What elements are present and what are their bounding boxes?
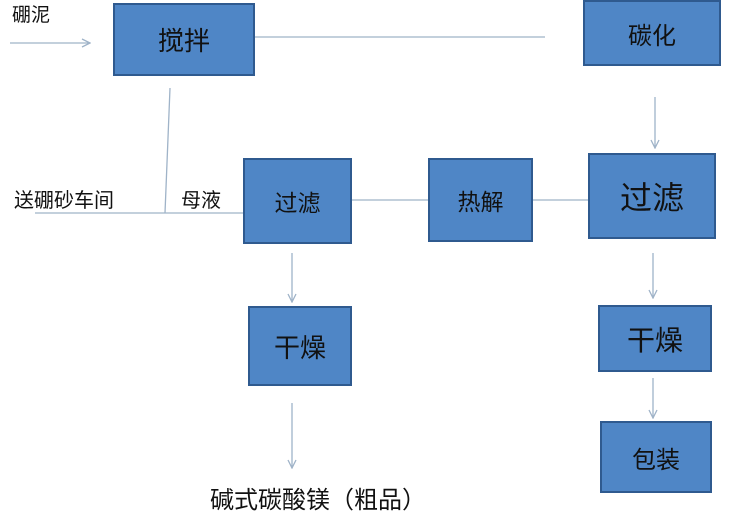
- carbonize-node: 碳化: [583, 0, 721, 66]
- filter-right-node: 过滤: [588, 153, 716, 239]
- carbonize-node-label: 碳化: [628, 21, 676, 50]
- stir-node: 搅拌: [113, 3, 255, 76]
- pack-node: 包装: [600, 421, 712, 493]
- filter-left-node: 过滤: [243, 158, 352, 244]
- pack-node-label: 包装: [632, 445, 680, 474]
- product-label: 碱式碳酸镁（粗品）: [210, 486, 426, 514]
- filter-right-node-label: 过滤: [619, 179, 684, 217]
- connector-lines: [10, 36, 750, 500]
- filter-left-node-label: 过滤: [274, 191, 321, 217]
- pyrolysis-node: 热解: [428, 158, 533, 242]
- stir-node-label: 搅拌: [157, 27, 210, 57]
- dry-left-node-label: 干燥: [273, 333, 326, 364]
- dry-right-node: 干燥: [598, 305, 712, 372]
- dry-left-node: 干燥: [248, 306, 352, 386]
- to-borax-label: 送硼砂车间: [14, 188, 114, 212]
- input-label: 硼泥: [12, 4, 51, 26]
- pyrolysis-node-label: 热解: [457, 190, 504, 216]
- stir-down-line: [164, 87, 171, 214]
- dry-right-node-label: 干燥: [626, 323, 683, 357]
- mother-liquor-label: 母液: [181, 188, 221, 212]
